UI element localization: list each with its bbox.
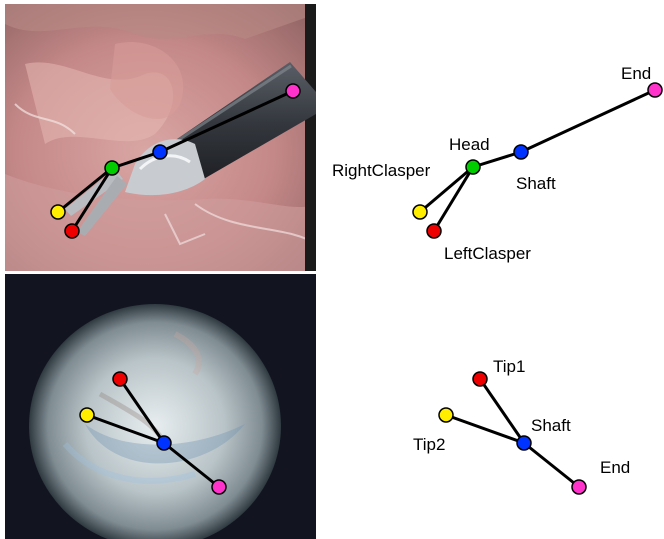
pose-top-overlay bbox=[51, 84, 300, 238]
label-end: End bbox=[621, 64, 651, 83]
bone-line bbox=[164, 443, 219, 487]
shaft-joint bbox=[153, 145, 167, 159]
end-joint bbox=[286, 84, 300, 98]
pose-top-diagram: End Head RightClasper Shaft LeftClasper bbox=[332, 64, 662, 263]
bone-line bbox=[521, 90, 655, 152]
left-clasper-joint bbox=[427, 224, 441, 238]
bone-line bbox=[434, 167, 473, 231]
end-joint bbox=[648, 83, 662, 97]
shaft-joint bbox=[517, 436, 531, 450]
head-joint bbox=[466, 160, 480, 174]
left-clasper-joint bbox=[65, 224, 79, 238]
bone-line bbox=[480, 379, 524, 443]
shaft-joint bbox=[514, 145, 528, 159]
end-joint bbox=[572, 480, 586, 494]
label-tip1: Tip1 bbox=[493, 357, 525, 376]
tip1-joint bbox=[113, 372, 127, 386]
right-clasper-joint bbox=[413, 205, 427, 219]
bone-line bbox=[120, 379, 164, 443]
bone-line bbox=[160, 91, 293, 152]
label-head: Head bbox=[449, 135, 490, 154]
label-end: End bbox=[600, 458, 630, 477]
head-joint bbox=[105, 161, 119, 175]
end-joint bbox=[212, 480, 226, 494]
bone-line bbox=[72, 168, 112, 231]
right-clasper-joint bbox=[51, 205, 65, 219]
bone-line bbox=[446, 415, 524, 443]
label-shaft: Shaft bbox=[531, 416, 571, 435]
pose-bottom-overlay bbox=[80, 372, 226, 494]
label-left-clasper: LeftClasper bbox=[444, 244, 531, 263]
shaft-joint bbox=[157, 436, 171, 450]
bone-line bbox=[58, 168, 112, 212]
pose-bottom-diagram: Tip1 Tip2 Shaft End bbox=[413, 357, 630, 494]
bone-line bbox=[524, 443, 579, 487]
bone-line bbox=[87, 415, 164, 443]
tip2-joint bbox=[439, 408, 453, 422]
tip2-joint bbox=[80, 408, 94, 422]
tip1-joint bbox=[473, 372, 487, 386]
label-shaft: Shaft bbox=[516, 174, 556, 193]
label-tip2: Tip2 bbox=[413, 435, 445, 454]
label-right-clasper: RightClasper bbox=[332, 161, 431, 180]
